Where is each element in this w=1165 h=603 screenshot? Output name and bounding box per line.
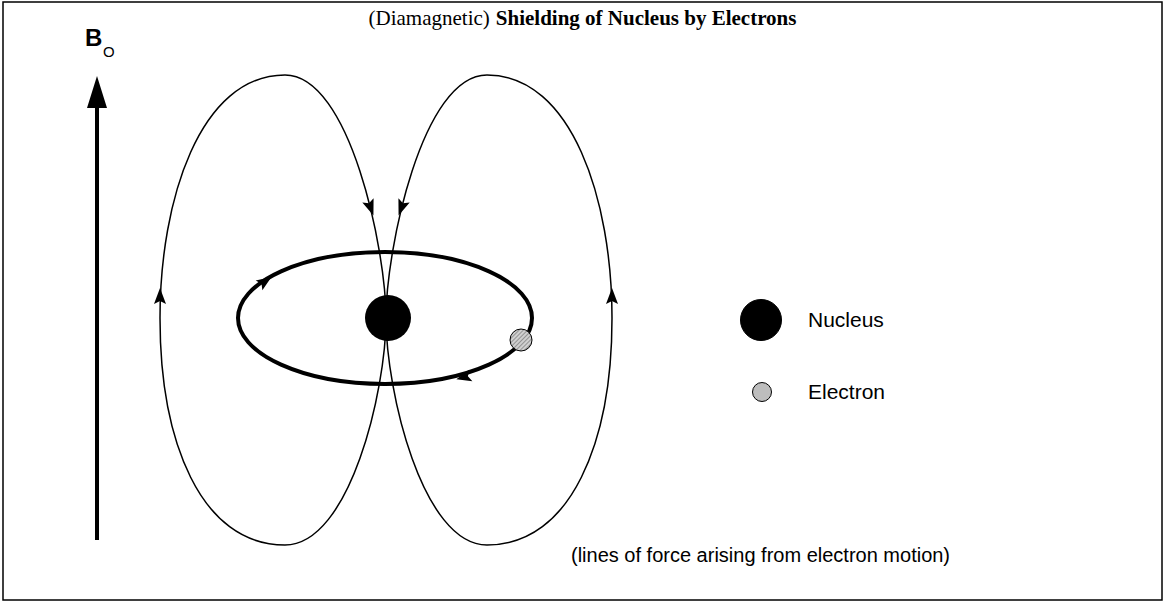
field-line-right [386, 75, 612, 545]
orbit-arrow [256, 272, 275, 290]
nucleus [365, 295, 411, 341]
field-arrowhead [87, 76, 107, 108]
legend-swatch [740, 299, 782, 341]
title-prefix: (Diamagnetic) [369, 6, 490, 30]
electron-orbit [238, 252, 532, 384]
field-line-arrow [362, 198, 379, 217]
field-line-arrow [606, 288, 618, 304]
frame [3, 2, 1162, 600]
legend-swatch [752, 382, 772, 402]
title: Shielding of Nucleus by Electrons [496, 6, 797, 30]
field-line-left [160, 75, 386, 545]
legend-label: Electron [808, 380, 885, 404]
legend-label: Nucleus [808, 308, 884, 332]
field-line-arrow [154, 288, 166, 304]
field-arrow-shaft [95, 100, 99, 540]
electron [510, 329, 532, 351]
note: (lines of force arising from electron mo… [571, 544, 950, 567]
field-subscript: O [103, 43, 115, 60]
orbit-arrow [455, 370, 473, 385]
field-line-arrow [393, 198, 410, 217]
title-row: (Diamagnetic)Shielding of Nucleus by Ele… [0, 6, 1165, 30]
field-symbol: B [85, 24, 102, 52]
